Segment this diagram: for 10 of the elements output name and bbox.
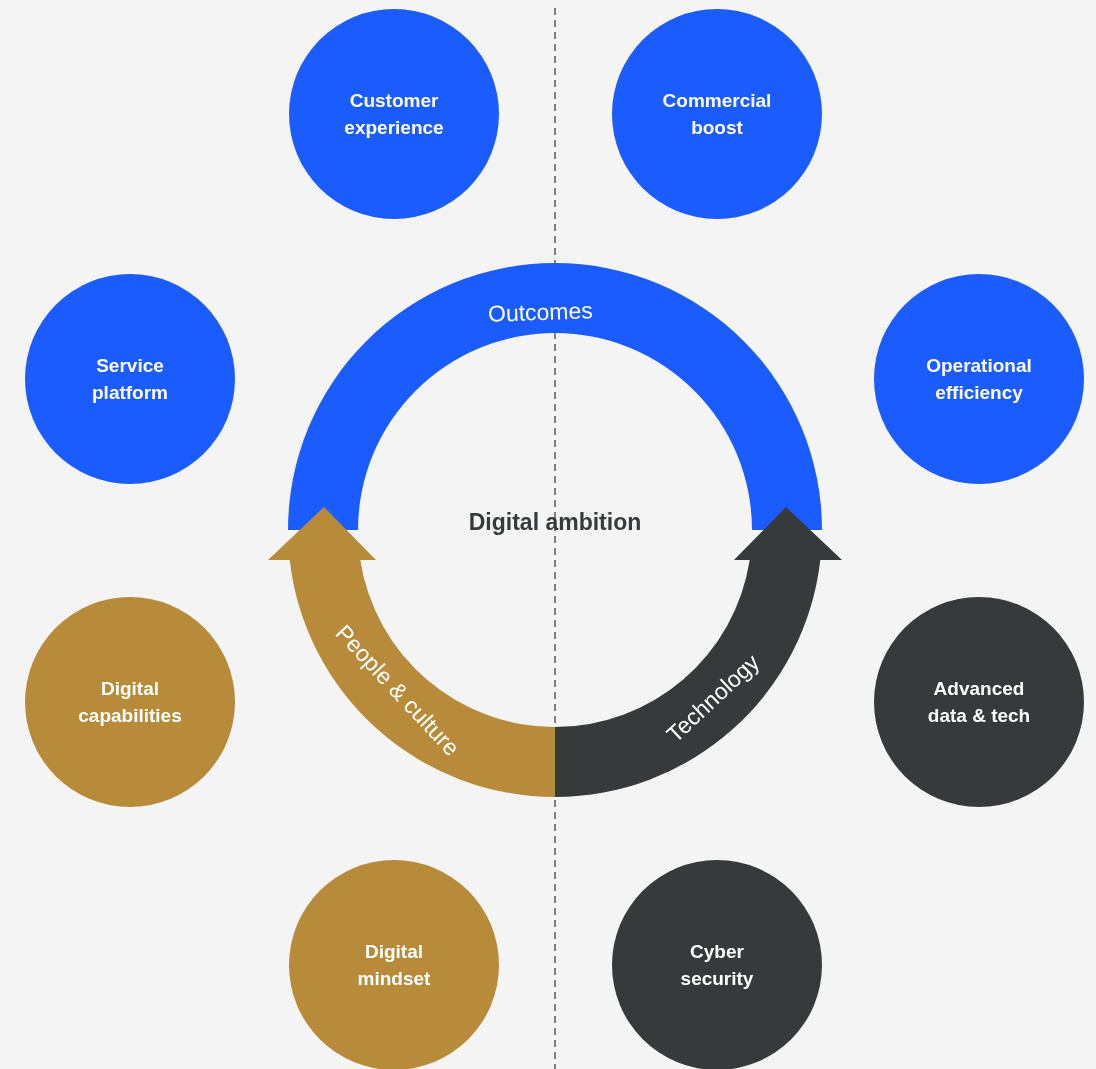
pillar-circle: Operational efficiency <box>874 274 1084 484</box>
pillar-circle: Digital mindset <box>289 860 499 1069</box>
pillar-circle: Digital capabilities <box>25 597 235 807</box>
pillar-circle: Advanced data & tech <box>874 597 1084 807</box>
pillar-circle: Customer experience <box>289 9 499 219</box>
pillar-circle: Cyber security <box>612 860 822 1069</box>
center-title: Digital ambition <box>467 508 643 537</box>
band-label: Outcomes <box>487 296 593 328</box>
pillar-circle: Commercial boost <box>612 9 822 219</box>
pillar-circle: Service platform <box>25 274 235 484</box>
